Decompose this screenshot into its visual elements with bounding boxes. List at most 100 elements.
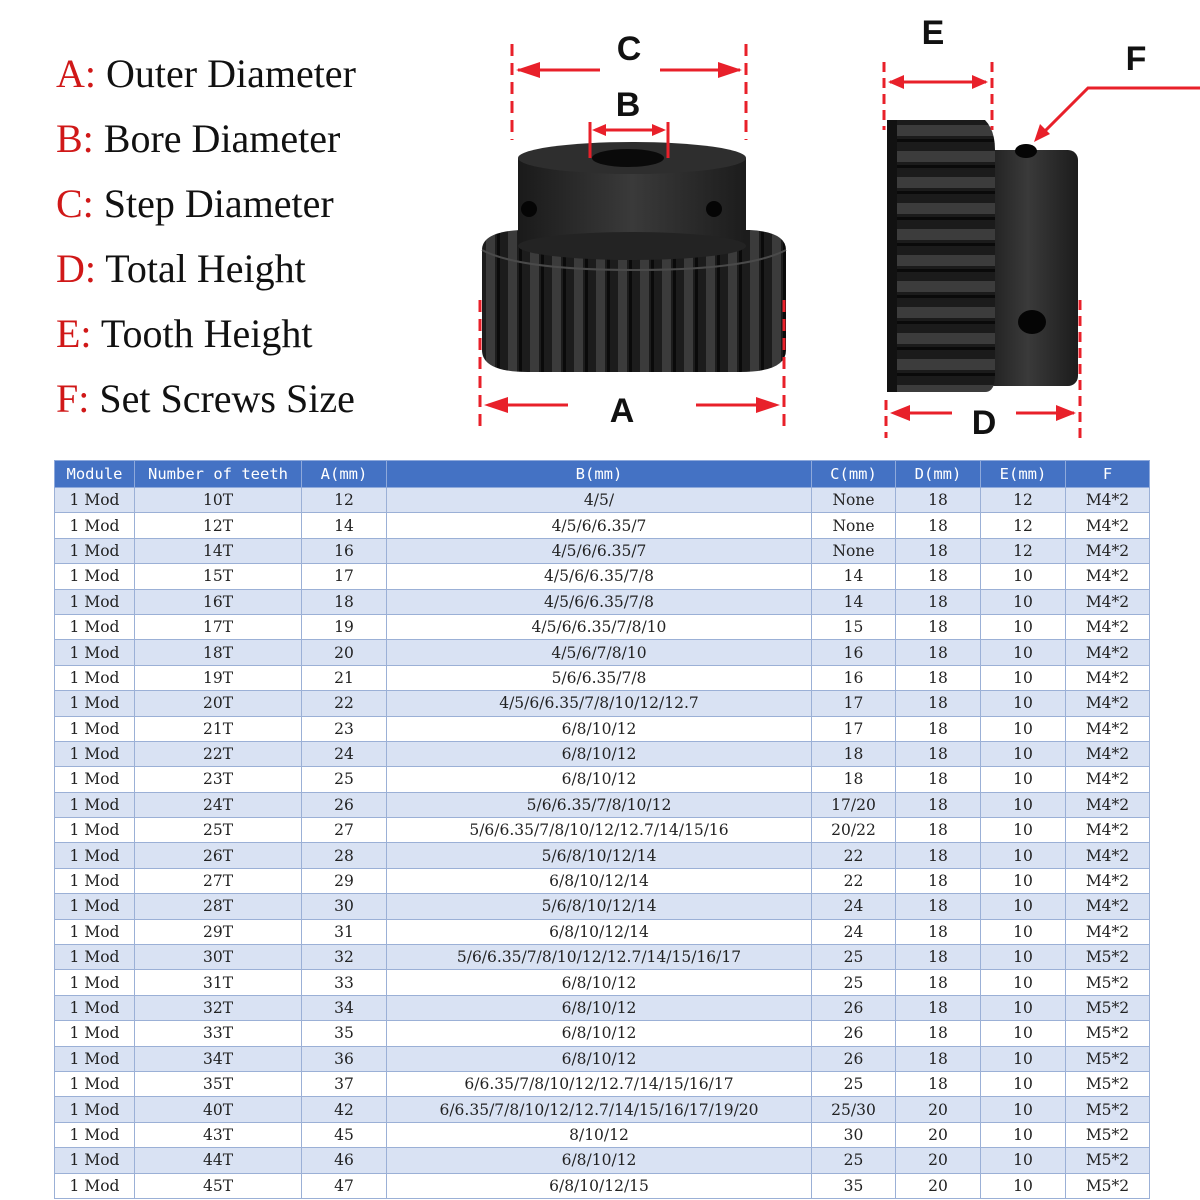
gear-front-view	[481, 142, 787, 372]
dimension-lines	[478, 44, 1200, 438]
table-cell-f: M5*2	[1065, 1070, 1150, 1098]
table-cell-module: 1 Mod	[54, 486, 135, 514]
table-cell-number-of-teeth: 29T	[134, 918, 302, 946]
table-cell-c-mm: 26	[811, 1020, 896, 1047]
table-cell-b-mm: 6/8/10/12	[386, 715, 812, 742]
table-cell-c-mm: None	[811, 486, 896, 514]
table-cell-a-mm: 35	[301, 1020, 387, 1047]
table-cell-module: 1 Mod	[54, 1172, 135, 1199]
table-cell-f: M5*2	[1065, 1020, 1150, 1047]
table-cell-e-mm: 10	[980, 563, 1066, 590]
table-cell-e-mm: 10	[980, 867, 1066, 895]
table-cell-b-mm: 8/10/12	[386, 1121, 812, 1149]
table-cell-module: 1 Mod	[54, 715, 135, 742]
table-cell-a-mm: 30	[301, 893, 387, 920]
table-cell-module: 1 Mod	[54, 664, 135, 692]
table-cell-d-mm: 20	[895, 1096, 981, 1123]
table-cell-b-mm: 5/6/6.35/7/8/10/12/12.7/14/15/16/17	[386, 944, 812, 971]
table-cell-e-mm: 10	[980, 1070, 1066, 1098]
table-cell-c-mm: 22	[811, 867, 896, 895]
table-cell-f: M5*2	[1065, 1147, 1150, 1174]
table-cell-a-mm: 42	[301, 1096, 387, 1123]
table-cell-a-mm: 23	[301, 715, 387, 742]
table-cell-b-mm: 4/5/6/6.35/7	[386, 512, 812, 539]
table-cell-e-mm: 12	[980, 537, 1066, 565]
table-cell-a-mm: 32	[301, 944, 387, 971]
table-cell-c-mm: 18	[811, 740, 896, 768]
legend-item-b: B: Bore Diameter	[56, 116, 341, 161]
table-cell-e-mm: 10	[980, 791, 1066, 819]
table-cell-b-mm: 6/8/10/12/14	[386, 867, 812, 895]
table-cell-c-mm: None	[811, 537, 896, 565]
column-header-b-mm: B(mm)	[386, 460, 812, 488]
table-cell-a-mm: 29	[301, 867, 387, 895]
table-cell-number-of-teeth: 16T	[134, 588, 302, 615]
diagram-label-d: D	[972, 404, 997, 442]
table-cell-f: M4*2	[1065, 664, 1150, 692]
table-cell-number-of-teeth: 43T	[134, 1121, 302, 1149]
table-cell-module: 1 Mod	[54, 512, 135, 539]
table-cell-module: 1 Mod	[54, 969, 135, 996]
table-cell-module: 1 Mod	[54, 1070, 135, 1098]
table-cell-f: M4*2	[1065, 867, 1150, 895]
table-cell-number-of-teeth: 25T	[134, 817, 302, 844]
table-cell-e-mm: 10	[980, 1020, 1066, 1047]
set-screw-hole-icon	[1015, 144, 1037, 158]
table-cell-f: M4*2	[1065, 512, 1150, 539]
table-cell-b-mm: 6/8/10/12	[386, 766, 812, 793]
gear-dimension-diagram: C B A E F D	[478, 14, 1200, 442]
table-cell-number-of-teeth: 12T	[134, 512, 302, 539]
table-cell-f: M4*2	[1065, 639, 1150, 666]
diagram-label-e: E	[922, 14, 945, 52]
table-cell-a-mm: 27	[301, 817, 387, 844]
table-cell-a-mm: 24	[301, 740, 387, 768]
table-cell-e-mm: 10	[980, 715, 1066, 742]
table-cell-f: M5*2	[1065, 1045, 1150, 1072]
table-cell-number-of-teeth: 22T	[134, 740, 302, 768]
table-cell-c-mm: 26	[811, 994, 896, 1022]
diagram-label-c: C	[617, 30, 642, 68]
table-cell-number-of-teeth: 20T	[134, 690, 302, 717]
table-cell-c-mm: 17/20	[811, 791, 896, 819]
table-cell-a-mm: 33	[301, 969, 387, 996]
table-cell-b-mm: 5/6/8/10/12/14	[386, 893, 812, 920]
table-cell-e-mm: 10	[980, 817, 1066, 844]
table-cell-f: M4*2	[1065, 537, 1150, 565]
table-cell-number-of-teeth: 32T	[134, 994, 302, 1022]
table-cell-module: 1 Mod	[54, 639, 135, 666]
table-cell-d-mm: 18	[895, 1070, 981, 1098]
table-cell-d-mm: 18	[895, 537, 981, 565]
table-cell-d-mm: 18	[895, 918, 981, 946]
table-cell-number-of-teeth: 33T	[134, 1020, 302, 1047]
table-cell-e-mm: 10	[980, 639, 1066, 666]
table-cell-e-mm: 10	[980, 613, 1066, 641]
table-cell-c-mm: 14	[811, 563, 896, 590]
table-cell-a-mm: 22	[301, 690, 387, 717]
table-cell-b-mm: 6/8/10/12	[386, 1045, 812, 1072]
table-cell-d-mm: 18	[895, 1020, 981, 1047]
table-cell-b-mm: 4/5/	[386, 486, 812, 514]
table-cell-c-mm: 25	[811, 1147, 896, 1174]
table-cell-c-mm: 25	[811, 944, 896, 971]
table-cell-module: 1 Mod	[54, 893, 135, 920]
table-cell-b-mm: 4/5/6/6.35/7/8	[386, 563, 812, 590]
table-cell-d-mm: 18	[895, 740, 981, 768]
table-cell-d-mm: 18	[895, 613, 981, 641]
table-cell-c-mm: 16	[811, 639, 896, 666]
table-cell-e-mm: 10	[980, 664, 1066, 692]
table-cell-d-mm: 18	[895, 588, 981, 615]
table-cell-number-of-teeth: 27T	[134, 867, 302, 895]
table-cell-b-mm: 6/8/10/12	[386, 1020, 812, 1047]
